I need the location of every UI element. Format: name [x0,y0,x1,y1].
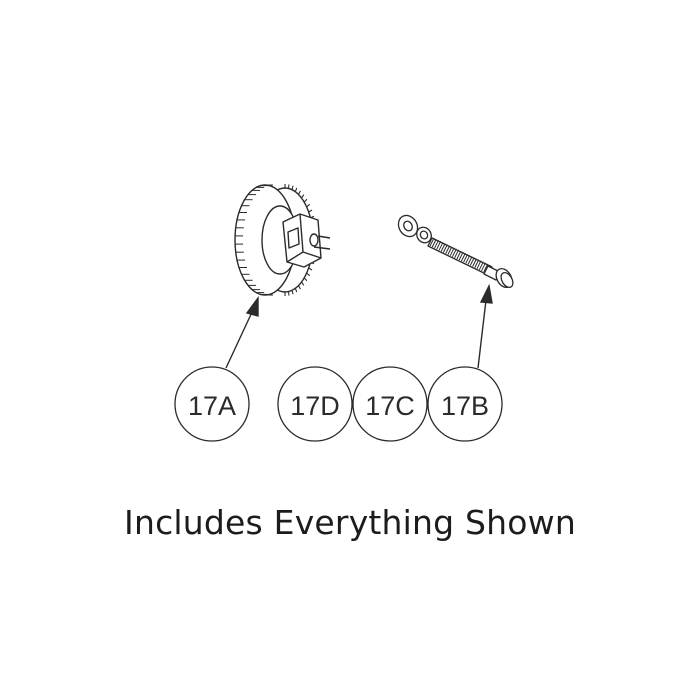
bolt-thread [442,244,448,253]
bolt-thread [474,259,480,268]
bolt-thread [454,249,460,259]
bolt-thread [449,247,455,256]
gear-tooth [308,209,313,213]
callout-17d: 17D [277,366,353,442]
leader-arrows [225,283,493,369]
gear-tooth [291,290,294,295]
caption-text: Includes Everything Shown [124,503,576,542]
arrow-17b-line [477,299,487,369]
gear-tooth [298,190,301,195]
bolt-thread [436,240,442,250]
bolt-thread [440,243,446,252]
gear-tooth [308,267,313,271]
bolt-thread [434,239,439,249]
callout-17d-label: 17D [290,391,340,421]
gear-part-illustration [234,184,331,296]
callout-17c-label: 17C [365,391,415,421]
callout-17a-label: 17A [188,391,236,421]
bolt-thread [472,258,478,267]
bolt-thread [469,257,475,266]
bolt-thread [476,260,482,269]
bolt-thread [431,238,437,248]
callout-17c: 17C [352,366,428,442]
gear-tooth [287,184,290,189]
bolt-thread [451,248,457,258]
bolt-thread [465,255,471,264]
gear-tooth [306,272,311,277]
bolt-thread [438,242,444,251]
gear-tooth [294,288,298,293]
arrow-17a-line [225,309,254,369]
bolt-thread [456,250,462,260]
bolt-thread [478,261,484,271]
bolt-part-illustration [397,214,514,289]
gear-tooth [291,185,294,190]
bolt-thread [483,263,489,273]
bolt-thread [481,262,486,272]
callout-17b: 17B [427,366,503,442]
gear-tooth [298,285,301,290]
bolt-thread [460,252,466,262]
bolt-thread [445,245,451,254]
gear-tooth [301,194,305,199]
bolt-thread [467,256,473,265]
gear-tooth [303,277,308,282]
callout-17b-label: 17B [441,391,489,421]
gear-tooth [306,203,311,208]
gear-tooth [287,291,290,296]
callout-17a: 17A [174,366,250,442]
bolt-thread [429,237,435,247]
gear-tooth [303,198,308,203]
bolt-thread [463,253,469,263]
arrow-17a-head [245,295,259,317]
bolt-thread [447,246,453,255]
bolt-thread [458,251,464,261]
gear-tooth [294,187,298,192]
arrow-17b-head [479,283,493,304]
gear-tooth [301,281,305,286]
